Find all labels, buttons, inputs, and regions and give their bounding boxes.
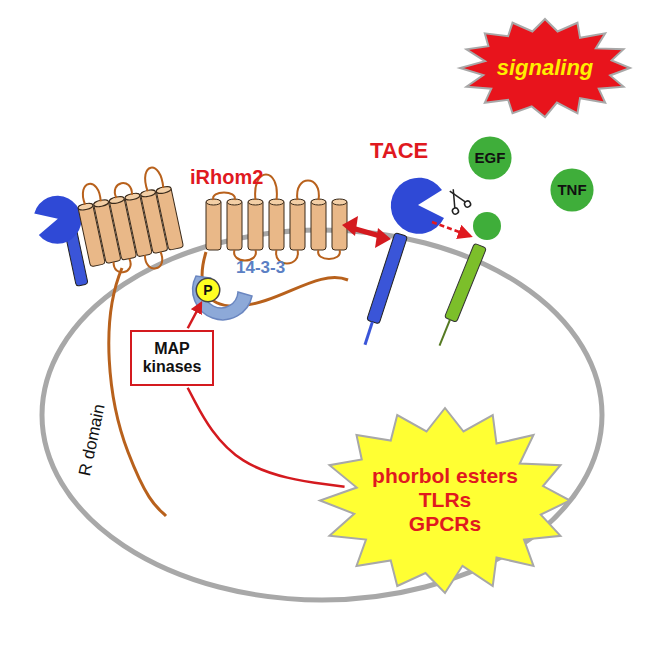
protein-label: TACE bbox=[370, 138, 428, 164]
node-text: P bbox=[203, 282, 212, 298]
r-domain-tail bbox=[109, 268, 166, 516]
node-text: MAP kinases bbox=[136, 340, 208, 377]
irhom2-tail bbox=[202, 252, 348, 306]
cell-membrane bbox=[42, 230, 602, 600]
protein-label: 14-3-3 bbox=[236, 258, 285, 278]
phospho-circle: P bbox=[196, 278, 220, 302]
ligand-circle: TNF bbox=[550, 168, 594, 212]
14-3-3-protein bbox=[193, 276, 252, 320]
scissors-icon bbox=[443, 185, 472, 215]
protein-label: iRhom2 bbox=[190, 166, 263, 189]
signaling-burst: signaling bbox=[460, 19, 630, 117]
stimulus-burst: phorbol estersTLRsGPCRs bbox=[320, 408, 570, 593]
signal-connector bbox=[188, 303, 201, 328]
signal-connector bbox=[188, 388, 345, 487]
node-text: signaling bbox=[497, 55, 594, 80]
node-text: GPCRs bbox=[409, 512, 481, 536]
tace-protease bbox=[359, 178, 444, 347]
cleavage-arrow bbox=[432, 222, 470, 236]
node-text: TNF bbox=[557, 181, 586, 198]
node-text: TLRs bbox=[419, 488, 472, 512]
interaction-arrow bbox=[342, 216, 391, 248]
substrate-precursor bbox=[434, 212, 501, 348]
irhom-tace-complex bbox=[30, 164, 187, 291]
kinase-box: MAP kinases bbox=[130, 330, 214, 386]
node-text: EGF bbox=[475, 149, 506, 166]
domain-label: R domain bbox=[75, 402, 110, 477]
node-text: phorbol esters bbox=[372, 464, 518, 488]
ligand-circle: EGF bbox=[468, 136, 512, 180]
